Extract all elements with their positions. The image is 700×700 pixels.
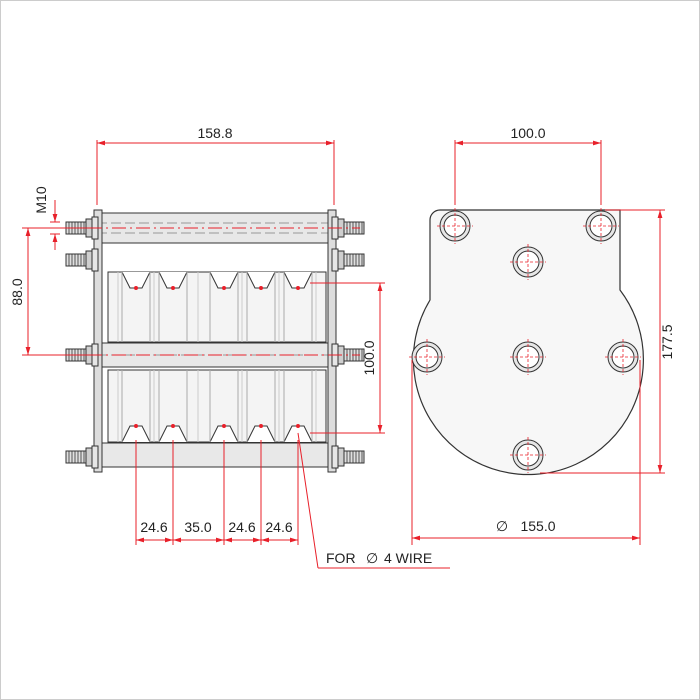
- groove-spacing-1: 24.6: [140, 519, 167, 535]
- groove-spacing-2: 35.0: [184, 519, 211, 535]
- bolt: [65, 248, 99, 272]
- wire-note-suffix: 4 WIRE: [384, 550, 432, 566]
- bolt-spacing-label: 100.0: [510, 125, 545, 141]
- groove-spacing-dimension: 24.6 35.0 24.6 24.6: [135, 440, 299, 545]
- groove-spacing-4: 24.6: [265, 519, 292, 535]
- wire-groove: [158, 271, 188, 342]
- upper-grooved-plate: [107, 271, 327, 343]
- groove-spacing-3: 24.6: [228, 519, 255, 535]
- wire-groove: [246, 370, 276, 443]
- bolt: [331, 248, 365, 272]
- bolt-hole: [409, 339, 445, 375]
- wire-note-symbol: ∅: [366, 550, 378, 566]
- bolt-spacing-dimension: 100.0: [454, 125, 602, 205]
- diameter-symbol: ∅: [496, 518, 508, 534]
- diameter-dimension: ∅ 155.0: [411, 360, 641, 545]
- height-dim-label: 88.0: [9, 278, 25, 305]
- thread-dimension: M10: [33, 186, 60, 250]
- width-dim-label: 158.8: [197, 125, 232, 141]
- front-height-dimension: 88.0: [9, 227, 90, 356]
- wire-groove: [158, 370, 188, 443]
- side-height-label: 177.5: [659, 324, 675, 359]
- left-end-plate: [93, 209, 103, 473]
- wire-groove: [283, 271, 313, 342]
- bolt: [331, 445, 365, 469]
- wire-leader-note: FOR ∅ 4 WIRE: [297, 432, 450, 569]
- side-view: [409, 208, 644, 476]
- wire-groove: [121, 370, 151, 443]
- wire-groove: [246, 271, 276, 342]
- diameter-value: 155.0: [520, 518, 555, 534]
- wire-note-prefix: FOR: [326, 550, 356, 566]
- bolt-hole: [510, 339, 546, 375]
- bolt-hole: [605, 339, 641, 375]
- right-end-plate: [327, 209, 337, 473]
- inner-height-dimension: 100.0: [310, 282, 385, 434]
- inner-height-dim-label: 100.0: [361, 340, 377, 375]
- wire-groove: [209, 271, 239, 342]
- bolt: [65, 445, 99, 469]
- wire-groove: [121, 271, 151, 342]
- thread-dim-label: M10: [33, 186, 49, 213]
- bolt-hole: [510, 437, 546, 473]
- front-width-dimension: 158.8: [96, 125, 335, 205]
- bolt-hole: [437, 208, 473, 244]
- wire-groove: [209, 370, 239, 443]
- lower-grooved-plate: [107, 369, 327, 443]
- side-height-dimension: 177.5: [540, 209, 675, 474]
- bolt-hole: [583, 208, 619, 244]
- bolt-hole: [510, 244, 546, 280]
